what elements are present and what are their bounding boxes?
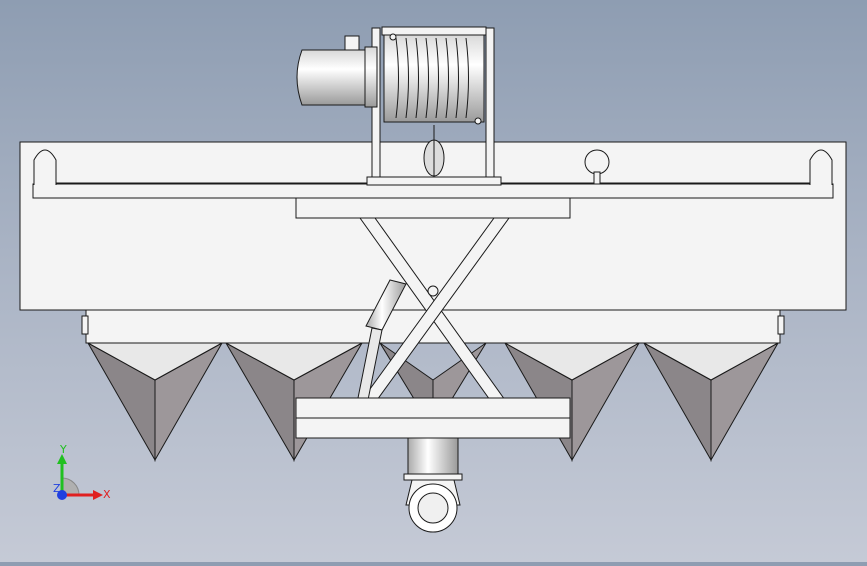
hopper-1 xyxy=(86,341,224,462)
motor-flange xyxy=(364,46,378,108)
motor xyxy=(296,49,366,106)
lower-frame-end-left xyxy=(81,315,89,335)
bracket-left xyxy=(33,149,57,185)
y-axis-arrowhead-icon xyxy=(57,454,67,464)
z-axis-dot-icon xyxy=(57,490,67,500)
bottom-beam-lower xyxy=(295,417,571,439)
frame-post-right xyxy=(485,27,495,181)
rail xyxy=(32,183,834,199)
wheel-mount xyxy=(403,473,463,481)
bracket-right xyxy=(809,149,833,185)
drum-windings xyxy=(395,37,469,119)
z-axis-label: Z xyxy=(53,482,61,495)
upper-platform xyxy=(295,197,571,219)
lower-frame-end-right xyxy=(777,315,785,335)
motor-terminal-box xyxy=(344,35,360,51)
x-axis-arrowhead-icon xyxy=(93,490,103,500)
y-axis-label: Y xyxy=(59,443,67,456)
frame-base xyxy=(366,176,502,186)
drum-top-bar xyxy=(381,26,487,36)
x-axis-label: X xyxy=(103,488,111,501)
wheel-post xyxy=(407,437,459,477)
bolt-icon xyxy=(474,117,482,125)
axis-triad-graphic: Y X Z xyxy=(53,443,111,501)
bottom-beam-upper xyxy=(295,397,571,419)
hopper-5 xyxy=(642,341,780,462)
knob-stem xyxy=(593,171,601,185)
scissor-pivot xyxy=(427,285,439,297)
bolt-icon xyxy=(389,33,397,41)
knob xyxy=(584,149,610,175)
axis-triad[interactable]: Y X Z xyxy=(40,440,120,510)
wheel-hub xyxy=(417,492,449,524)
